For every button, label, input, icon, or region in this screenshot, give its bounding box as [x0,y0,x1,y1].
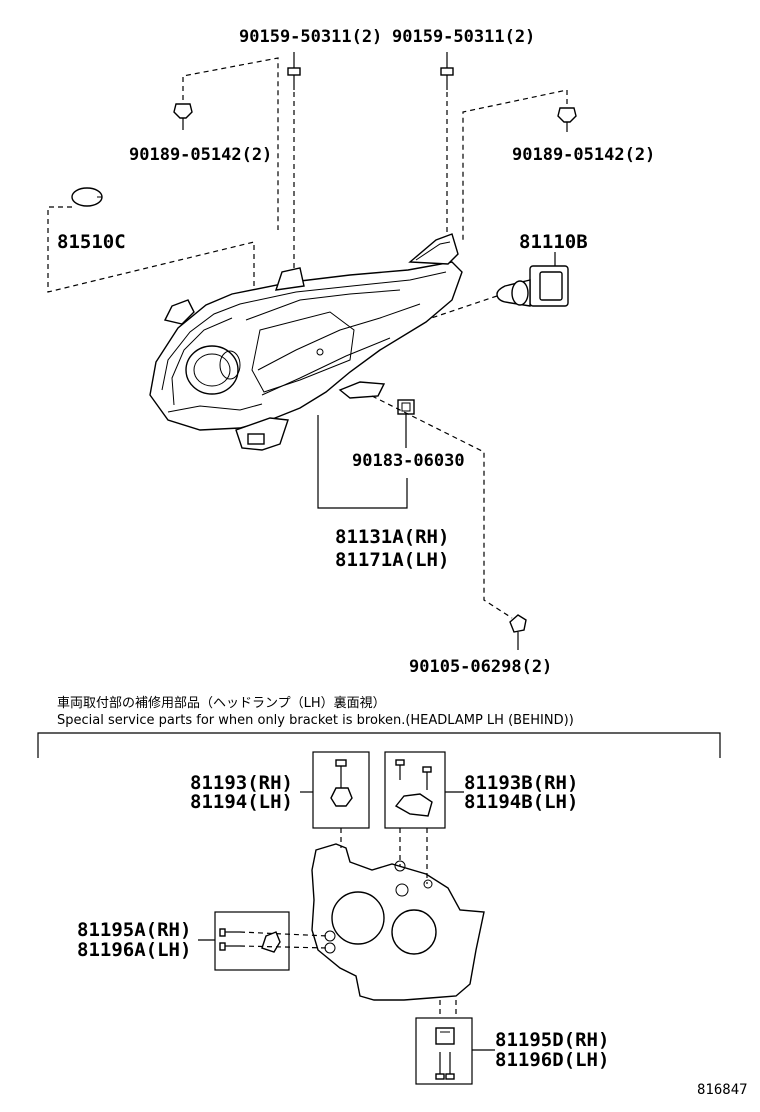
screw-left-group: 90159-50311(2) [239,27,382,300]
kit4-group: 81195D(RH) 81196D(LH) [415,1000,609,1085]
screw-right-group: 90159-50311(2) [392,27,535,240]
kit2-bracket-icon [394,759,433,817]
nut-label: 90183-06030 [352,451,465,471]
screw-right-icon [440,67,454,90]
nut-icon [397,399,415,415]
kit3-bracket-icon [219,928,281,953]
kit4-lh-label: 81196D(LH) [495,1049,609,1071]
clip-right-label: 90189-05142(2) [512,145,655,165]
bulb-main-group: 81110B [317,231,588,357]
kit2-rh-label: 81193B(RH) [464,772,578,794]
bolt-group: 90105-06298(2) [371,395,552,677]
kit4-box [415,1017,473,1085]
unit-lh-label: 81171A(LH) [335,549,449,571]
bulb-small-group: 81510C [47,187,255,300]
kit2-lh-label: 81194B(LH) [464,791,578,813]
screw-left-label: 90159-50311(2) [239,27,382,47]
clip-left-label: 90189-05142(2) [129,145,272,165]
screw-left-icon [287,67,301,90]
clip-left-icon [173,103,193,130]
clip-left-group: 90189-05142(2) [129,57,279,230]
bulb-main-label: 81110B [519,231,588,253]
headlamp-back-view [311,843,485,1001]
headlamp-unit-label-group: 81131A(RH) 81171A(LH) [317,415,449,571]
note-japanese: 車両取付部の補修用部品（ヘッドランプ（LH）裏面視） [57,696,386,711]
clip-right-icon [557,107,577,132]
kit2-group: 81193B(RH) 81194B(LH) [384,751,578,884]
kit3-lh-label: 81196A(LH) [77,939,191,961]
kit1-lh-label: 81194(LH) [190,791,293,813]
kit2-box [384,751,446,829]
kit1-bracket-icon [330,759,353,807]
note-english: Special service parts for when only brac… [57,713,574,728]
bulb-small-icon [71,187,103,207]
nut-group: 90183-06030 [352,399,465,471]
kit3-box [214,911,290,971]
bulb-main-icon [496,265,569,307]
kit4-rh-label: 81195D(RH) [495,1029,609,1051]
bolt-label: 90105-06298(2) [409,657,552,677]
headlamp-unit-drawing [149,233,463,451]
unit-rh-label: 81131A(RH) [335,526,449,548]
kit1-rh-label: 81193(RH) [190,772,293,794]
kit1-group: 81193(RH) 81194(LH) [190,751,370,848]
figure-number: 816847 [697,1082,748,1098]
kit4-bracket-icon [435,1027,455,1080]
screw-right-label: 90159-50311(2) [392,27,535,47]
bolt-icon [509,614,527,650]
clip-right-group: 90189-05142(2) [462,89,655,240]
bulb-small-label: 81510C [57,231,126,253]
section-bracket [37,732,721,758]
kit3-rh-label: 81195A(RH) [77,919,191,941]
kit3-group: 81195A(RH) 81196A(LH) [77,911,329,971]
